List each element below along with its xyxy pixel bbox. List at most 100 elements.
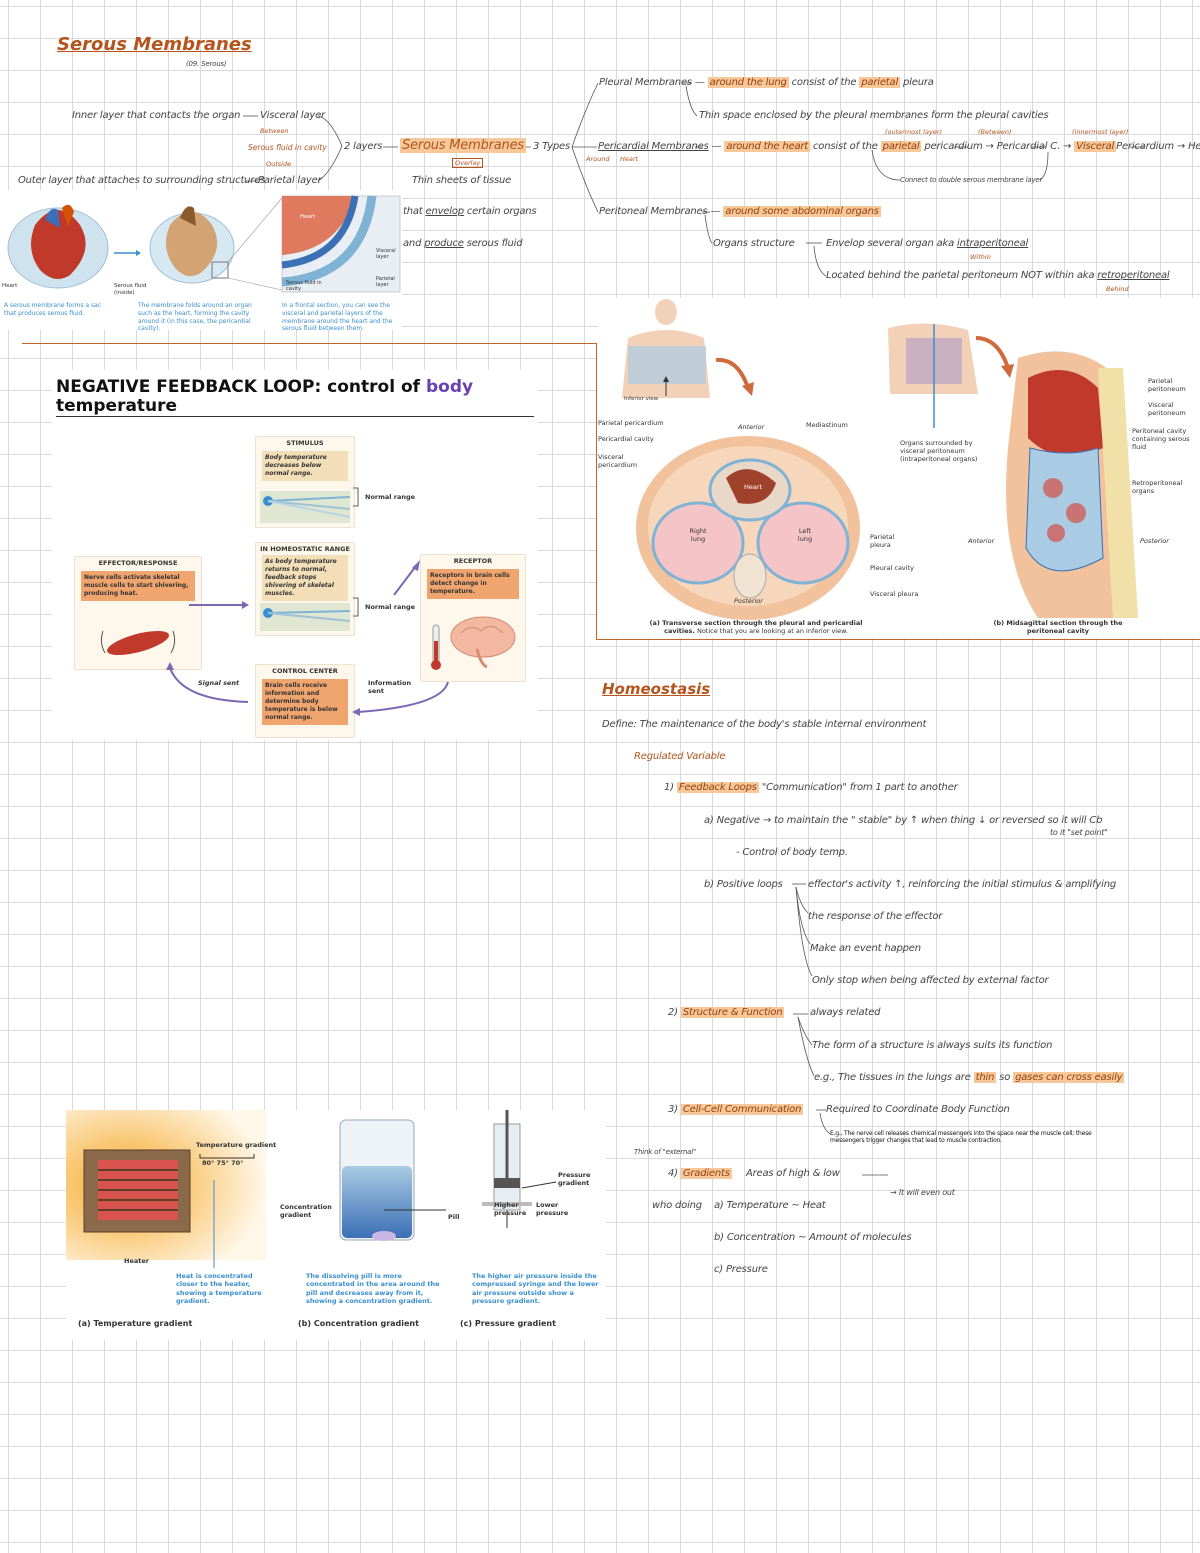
pericardial-membranes-line: Pericardial Membranes — around the heart… [598,141,1200,152]
homeo-head: IN HOMEOSTATIC RANGE [260,545,350,553]
organs-surrounded-label: Organs surrounded by visceral peritoneum… [900,439,978,463]
serous-title: Serous Membranes [57,34,252,55]
inset-visceral-label: Visceral layer [376,248,396,260]
negative-line-3: - Control of body temp. [736,847,848,858]
gradient-b: b) Concentration ~ Amount of molecules [714,1232,912,1243]
tag-overlay: Overlay [452,158,484,168]
tag-innermost-layer: (innermost layer) [1072,128,1129,136]
feedback-loops-line: 1) Feedback Loops "Communication" from 1… [664,782,958,793]
tag-behind: Behind [1106,285,1129,293]
visceral-pleura-label: Visceral pleura [870,590,919,598]
outer-layer-desc: Outer layer that attaches to surrounding… [18,175,266,186]
stimulus-body: Body temperature decreases below normal … [262,450,348,482]
receptor-body: Receptors in brain cells detect change i… [427,568,519,600]
heater-label: Heater [124,1257,149,1265]
serous-desc-1: Thin sheets of tissue [412,175,512,186]
stimulus-range-graphic [260,491,351,523]
control-center-box: CONTROL CENTER Brain cells receive infor… [255,664,355,738]
tag-outside: Outside [266,160,292,168]
tag-outermost-layer: (outermost layer) [885,128,943,136]
serous-fluid-cavity: Serous fluid in cavity [248,143,327,152]
negative-line: a) Negative → to maintain the " stable" … [704,815,1103,826]
serous-subtitle: (09. Serous) [186,60,227,68]
pericardial-cavity-label: Pericardial cavity [598,435,654,443]
right-lung-label: Right lung [689,527,707,543]
pill-label: Pill [448,1213,460,1221]
sf-1: always related [810,1007,881,1018]
divider-left [22,343,597,344]
posterior-label-a: Posterior [734,597,763,605]
tag-heart: Heart [620,155,639,163]
control-body: Brain cells receive information and dete… [262,678,348,726]
sf-3: e.g., The tissues in the lungs are thin … [814,1072,1125,1083]
stimulus-head: STIMULUS [286,439,324,447]
feedback-arrows [166,487,449,716]
stimulus-box: STIMULUS Body temperature decreases belo… [255,436,355,528]
parietal-pericardium-label: Parietal pericardium [598,419,664,427]
organs-structure: Organs structure [713,238,795,249]
three-types: 3 Types [533,141,571,152]
parietal-pleura-label: Parietal pleura [870,533,895,549]
visceral-peritoneum-label: Visceral peritoneum [1148,401,1186,417]
pressure-caption: The higher air pressure inside the compr… [472,1272,599,1306]
cell-communication-line: 3) Cell-Cell Communication [668,1104,804,1115]
caption-concentration-gradient: (b) Concentration gradient [298,1319,419,1328]
control-head: CONTROL CENTER [272,667,338,675]
retroperitoneal-line: Located behind the parietal peritoneum N… [826,270,1170,281]
homeo-range-graphic [260,603,351,631]
visceral-layer-label: Visceral layer [260,110,325,121]
caption-1: A serous membrane forms a sac that produ… [4,302,102,317]
caption-pressure-gradient: (c) Pressure gradient [460,1319,556,1328]
positive-4: Only stop when being affected by externa… [812,975,1049,986]
tag-between: Between [260,127,289,135]
heart-label-a: Heart [744,483,763,491]
caption-temperature-gradient: (a) Temperature gradient [78,1319,193,1328]
caption-3: In a frontal section, you can see the vi… [282,302,393,333]
gradients-1: Areas of high & low [746,1168,840,1179]
pericardial-note: Connect to double serous membrane layer [900,176,1043,184]
heart-illustration [7,195,401,293]
inferior-view-label: Inferior view [624,396,659,402]
posterior-label-b: Posterior [1140,537,1169,545]
negative-line-2: to it "set point" [1050,828,1108,837]
signal-sent-label: Signal sent [198,679,240,687]
structure-function-line: 2) Structure & Function [668,1007,785,1018]
higher-pressure-label: Higher pressure [494,1201,527,1217]
mediastinum-label: Mediastinum [806,421,848,429]
gradients-even-out: → It will even out [890,1188,955,1197]
parietal-peritoneum-label: Parietal peritoneum [1148,377,1186,393]
peritoneal-membranes-line: Peritoneal Membranes — around some abdom… [599,206,881,217]
temperature-gradient-label: Temperature gradient [196,1141,277,1149]
nf-title-rule [56,416,534,417]
label-serous-fluid: Serous fluid (inside) [114,283,147,296]
inset-heart-label: Heart [300,214,316,220]
serous-desc-2: that envelop certain organs [403,206,537,217]
divider-vertical [596,343,597,639]
effector-head: EFFECTOR/RESPONSE [98,559,178,567]
regulated-variable: Regulated Variable [634,751,726,762]
pill-caption: The dissolving pill is more concentrated… [306,1272,440,1306]
caption-2: The membrane folds around an organ such … [138,302,252,333]
anterior-label-a: Anterior [738,423,765,431]
lower-pressure-label: Lower pressure [536,1201,569,1217]
serous-membrane-figure: Heart Serous fluid (inside) Heart Viscer… [0,190,402,333]
gradient-c: c) Pressure [714,1264,768,1275]
homeostasis-define: Define: The maintenance of the body's st… [602,719,927,730]
pleural-cavity-label: Pleural cavity [870,564,914,572]
parietal-layer-label: Parietal layer [258,175,322,186]
normal-range-2: Normal range [365,603,416,611]
serous-membranes-center: Serous Membranes [400,138,526,153]
positive-loops: b) Positive loops [704,879,783,890]
caption-b: (b) Midsagittal section through the peri… [993,619,1123,635]
homeo-body: As body temperature returns to normal, f… [262,554,348,602]
normal-range-1: Normal range [365,493,416,501]
muscle-illustration [100,630,176,656]
serous-connectors [243,82,1144,277]
who-doing: who doing [652,1200,702,1211]
label-heart: Heart [2,283,18,289]
pleural-note: Thin space enclosed by the pleural membr… [699,110,1049,121]
caption-a: (a) Transverse section through the pleur… [649,619,863,635]
gradients-illustration [66,1110,557,1268]
